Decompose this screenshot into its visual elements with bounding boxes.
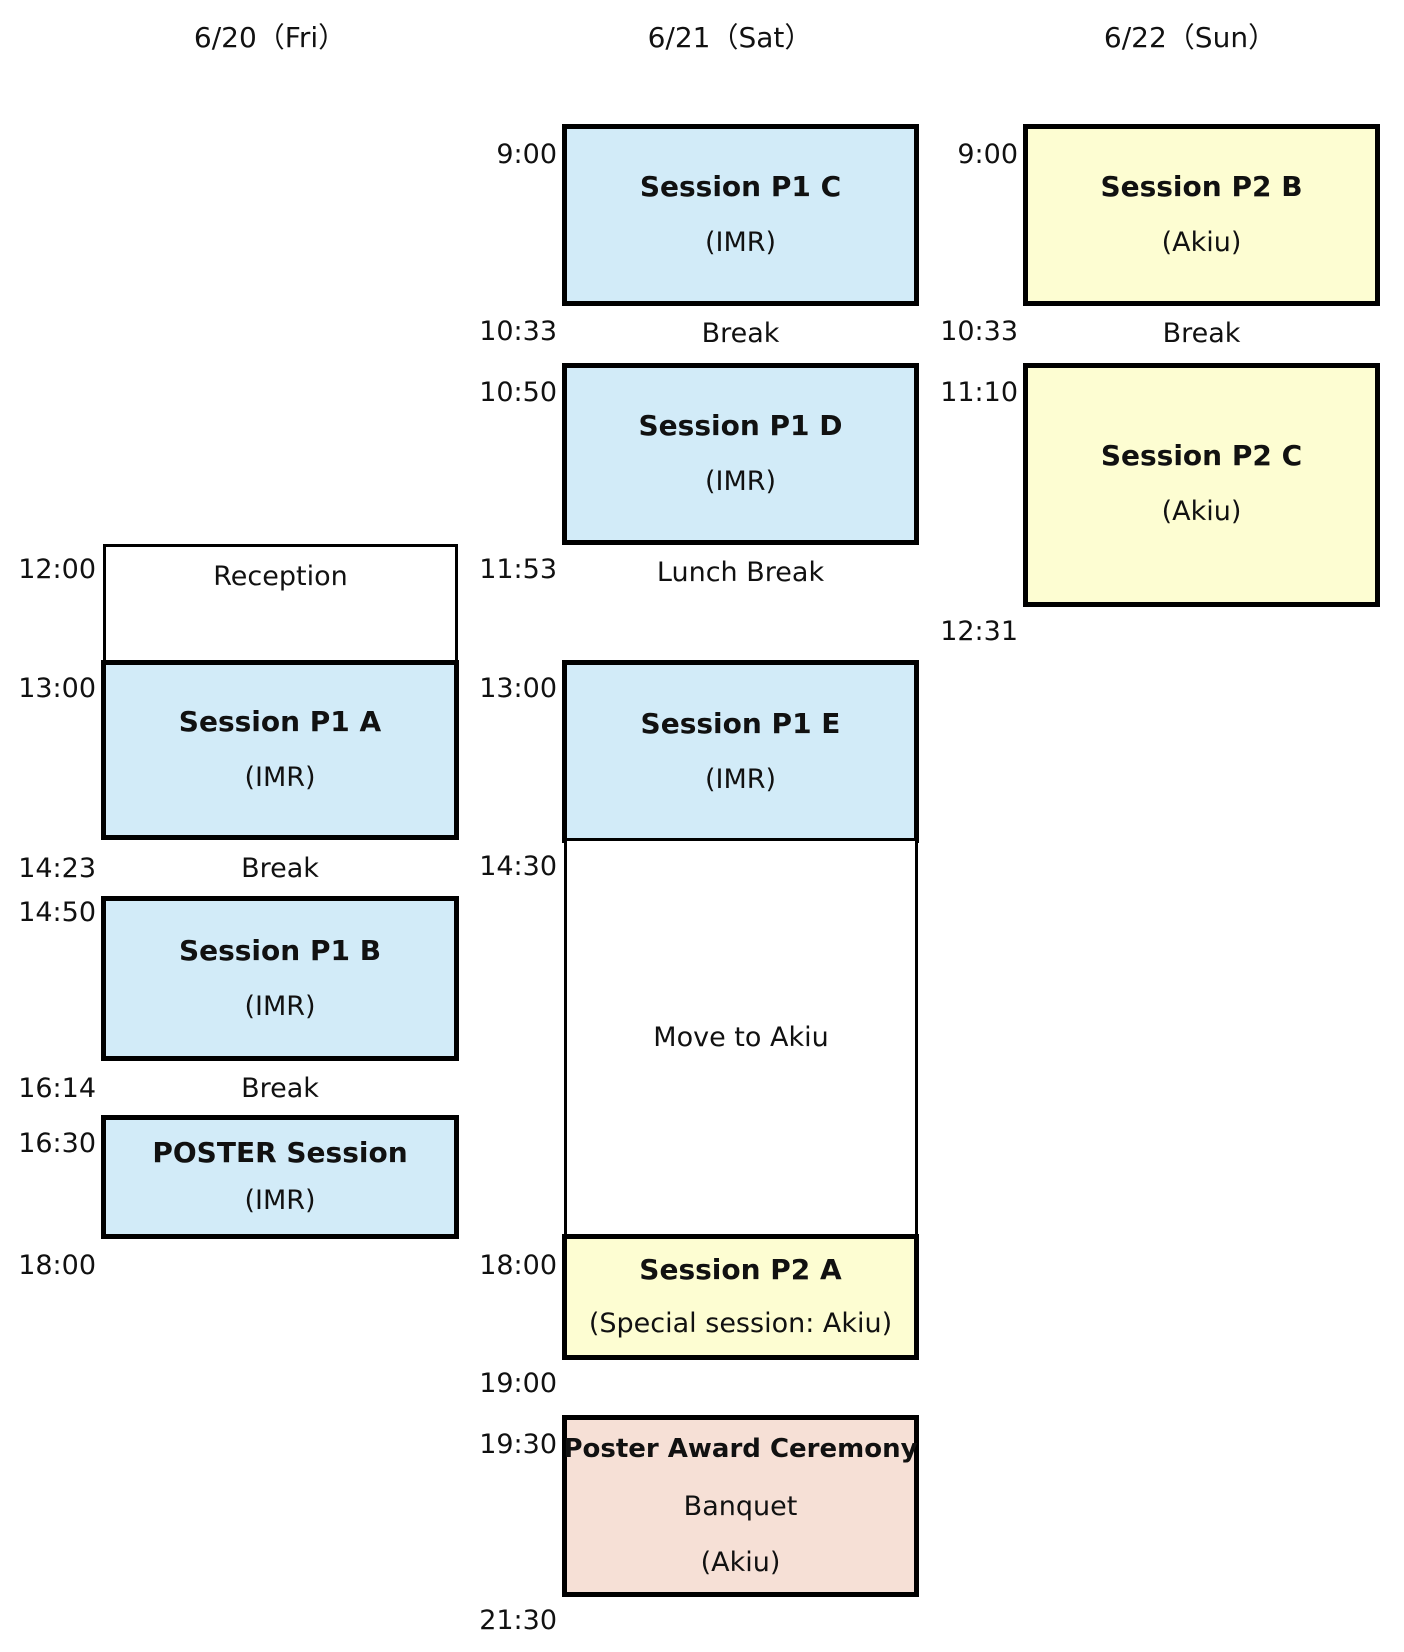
session-p2b-block: Session P2 B (Akiu) bbox=[1023, 124, 1380, 306]
time-label: 12:31 bbox=[940, 616, 1018, 647]
session-p1d-block: Session P1 D (IMR) bbox=[562, 363, 919, 545]
session-venue: (Akiu) bbox=[1161, 227, 1242, 258]
time-label: 10:33 bbox=[479, 316, 557, 347]
session-p1c-block: Session P1 C (IMR) bbox=[562, 124, 919, 306]
session-p1b-block: Session P1 B (IMR) bbox=[101, 896, 459, 1061]
session-title: Session P1 D bbox=[638, 409, 843, 442]
time-label: 13:00 bbox=[479, 673, 557, 704]
session-title: Session P2 A bbox=[639, 1253, 842, 1286]
session-p1a-block: Session P1 A (IMR) bbox=[101, 660, 459, 840]
break-label: Break bbox=[701, 318, 780, 349]
session-venue: (IMR) bbox=[704, 763, 777, 795]
time-label: 10:33 bbox=[940, 316, 1018, 347]
time-label: 14:23 bbox=[18, 853, 96, 884]
time-label: 16:14 bbox=[18, 1073, 96, 1104]
session-title: Session P1 E bbox=[640, 706, 841, 740]
session-venue: (Special session: Akiu) bbox=[588, 1308, 893, 1339]
session-title: Session P1 A bbox=[178, 705, 382, 738]
lunch-break-label: Lunch Break bbox=[656, 557, 825, 588]
session-venue: (IMR) bbox=[244, 762, 316, 793]
time-label: 13:00 bbox=[18, 673, 96, 704]
reception-label: Reception bbox=[213, 561, 348, 592]
break-label: Break bbox=[1162, 318, 1241, 349]
time-label: 19:00 bbox=[479, 1368, 557, 1399]
session-title: Session P1 C bbox=[639, 170, 842, 203]
move-to-akiu-label: Move to Akiu bbox=[653, 1022, 829, 1053]
banquet-block: Poster Award Ceremony Banquet (Akiu) bbox=[562, 1415, 919, 1597]
day-header-sat: 6/21（Sat） bbox=[647, 21, 813, 54]
session-p2c-block: Session P2 C (Akiu) bbox=[1023, 363, 1380, 607]
banquet-title: Poster Award Ceremony bbox=[563, 1434, 918, 1464]
banquet-venue: (Akiu) bbox=[700, 1547, 781, 1578]
day-header-fri: 6/20（Fri） bbox=[193, 21, 347, 54]
session-title: Session P1 B bbox=[178, 933, 382, 967]
break-label: Break bbox=[241, 853, 319, 884]
session-title: Session P2 C bbox=[1100, 439, 1303, 472]
poster-session-block: POSTER Session (IMR) bbox=[101, 1115, 459, 1239]
break-label: Break bbox=[241, 1073, 319, 1104]
session-venue: (IMR) bbox=[704, 227, 777, 258]
time-label: 12:00 bbox=[18, 554, 96, 585]
reception-block: Reception bbox=[103, 544, 458, 664]
session-p1e-block: Session P1 E (IMR) bbox=[562, 660, 919, 843]
session-venue: (IMR) bbox=[244, 1185, 316, 1216]
time-label: 21:30 bbox=[479, 1605, 557, 1636]
move-to-akiu-block: Move to Akiu bbox=[564, 838, 918, 1238]
time-label: 16:30 bbox=[18, 1128, 96, 1159]
time-label: 14:30 bbox=[479, 851, 557, 882]
time-label: 10:50 bbox=[479, 377, 557, 408]
session-venue: (IMR) bbox=[704, 466, 777, 497]
time-label: 19:30 bbox=[479, 1429, 557, 1460]
session-venue: (Akiu) bbox=[1161, 496, 1242, 527]
time-label: 18:00 bbox=[18, 1250, 96, 1281]
time-label: 9:00 bbox=[957, 139, 1018, 170]
banquet-label: Banquet bbox=[683, 1491, 798, 1522]
session-title: POSTER Session bbox=[152, 1136, 408, 1169]
session-title: Session P2 B bbox=[1100, 170, 1303, 203]
day-header-sun: 6/22（Sun） bbox=[1103, 21, 1277, 54]
time-label: 14:50 bbox=[18, 897, 96, 928]
session-venue: (IMR) bbox=[244, 990, 316, 1022]
session-p2a-block: Session P2 A (Special session: Akiu) bbox=[562, 1234, 919, 1360]
time-label: 11:10 bbox=[940, 377, 1018, 408]
time-label: 18:00 bbox=[479, 1250, 557, 1281]
time-label: 11:53 bbox=[479, 554, 557, 585]
time-label: 9:00 bbox=[496, 139, 557, 170]
